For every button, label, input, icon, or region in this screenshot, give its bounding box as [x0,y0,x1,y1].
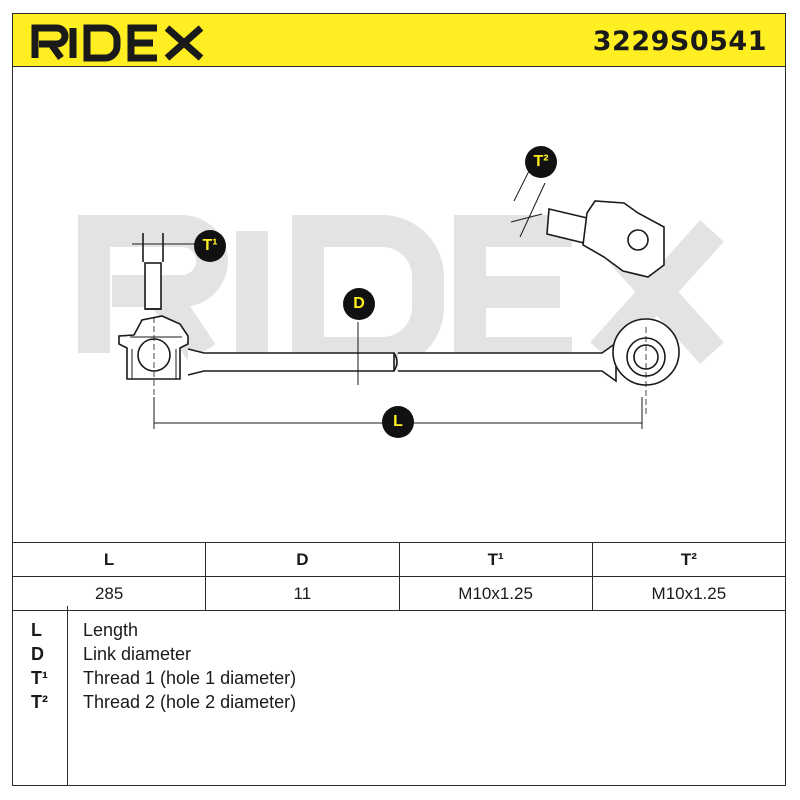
callout-l-label: L [393,413,403,430]
legend-item: T² Thread 2 (hole 2 diameter) [13,692,773,716]
spec-value-l: 285 [11,576,207,611]
part-number: 3229S0541 [592,26,767,57]
legend-item: D Link diameter [13,644,773,668]
header-bar: 3229S0541 [12,13,786,67]
spec-header-l: L [11,542,207,577]
legend-key: T¹ [31,668,48,688]
spec-value-t1: M10x1.25 [398,576,593,611]
legend-desc: Length [83,620,139,640]
legend-key: T² [31,692,48,712]
legend-item: T¹ Thread 1 (hole 1 diameter) [13,668,773,692]
callout-t2: T² [525,146,557,178]
spec-value-d: 11 [205,576,400,611]
spec-header-d: D [205,542,400,577]
spec-table: L D T¹ T² 285 11 M10x1.25 M10x1.25 [11,542,787,611]
brand-logo [31,24,204,62]
legend-box: L Length D Link diameter T¹ Thread 1 (ho… [12,606,786,786]
callout-d-label: D [353,295,365,312]
legend-desc: Link diameter [83,644,192,664]
legend-desc: Thread 2 (hole 2 diameter) [83,692,297,712]
spec-header-row: L D T¹ T² [11,542,787,577]
callout-t2-label: T² [533,153,549,170]
legend-key: L [31,620,42,640]
spec-value-t2: M10x1.25 [591,576,787,611]
spec-header-t1: T¹ [398,542,593,577]
legend-key: D [31,644,44,664]
callout-t1-label: T¹ [202,237,218,254]
legend-item: L Length [13,620,773,644]
spec-value-row: 285 11 M10x1.25 M10x1.25 [11,576,787,611]
stabilizer-link-side-view [118,233,680,429]
legend-desc: Thread 1 (hole 1 diameter) [83,668,297,688]
spec-header-t2: T² [591,542,787,577]
part-drawing [78,164,724,429]
legend-divider [67,606,68,786]
callout-t1: T¹ [194,230,226,262]
callout-l: L [382,406,414,438]
callout-d: D [343,288,375,320]
